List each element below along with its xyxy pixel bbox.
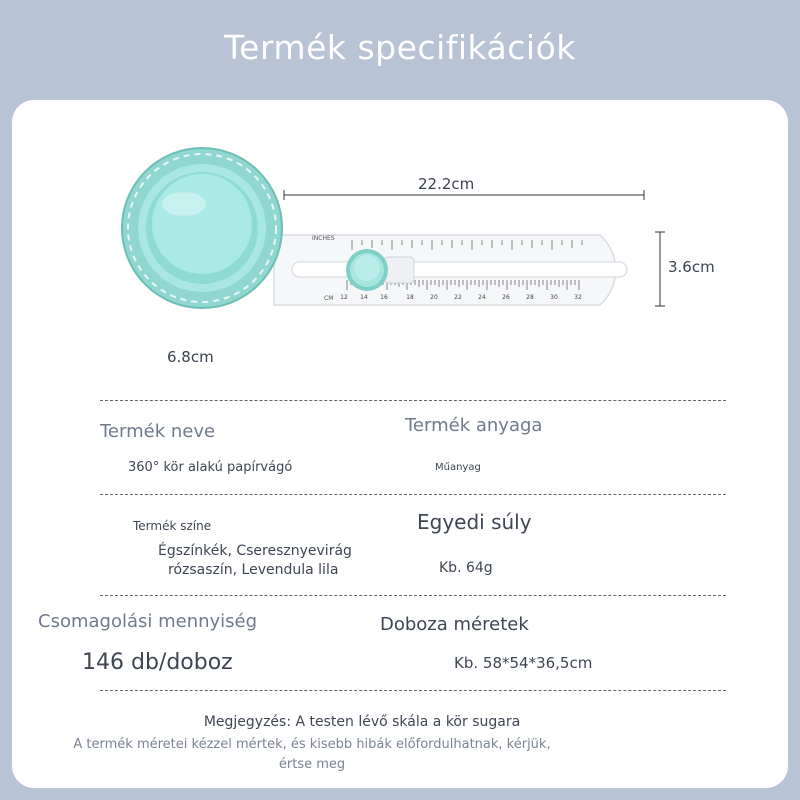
- ruler-bottom-ticks: [346, 280, 580, 290]
- material-label: Termék anyaga: [405, 415, 543, 436]
- product-image: INCHES CM 12 14 16 18 20 22 24 26 28 30 …: [121, 147, 665, 309]
- ruler-num: 22: [454, 294, 462, 301]
- spec-card: INCHES CM 12 14 16 18 20 22 24 26 28 30 …: [12, 100, 788, 788]
- material-value: Műanyag: [435, 462, 481, 473]
- ruler-bottom-numbers: 12 14 16 18 20 22 24 26 28 30 32: [340, 294, 582, 301]
- divider: [100, 595, 726, 596]
- color-value-line2: rózsaszín, Levendula lila: [168, 562, 339, 578]
- note-line-1: Megjegyzés: A testen lévő skála a kör su…: [203, 714, 521, 730]
- ruler-num: 12: [340, 294, 348, 301]
- diameter-label: 6.8cm: [167, 348, 214, 366]
- ruler-num: 14: [360, 294, 368, 301]
- cutter-wheel: [121, 147, 283, 309]
- ruler-top-label: INCHES: [312, 235, 335, 242]
- note-line-2: A termék méretei kézzel mértek, és kiseb…: [73, 737, 551, 752]
- ruler-num: 20: [430, 294, 438, 301]
- ruler-top-ticks: [351, 240, 583, 250]
- weight-value: Kb. 64g: [439, 560, 493, 576]
- slider-knob: [346, 249, 415, 291]
- product-name-label: Termék neve: [100, 421, 216, 442]
- divider: [100, 494, 726, 495]
- length-label: 22.2cm: [418, 175, 475, 193]
- ruler-num: 32: [574, 294, 582, 301]
- divider: [100, 690, 726, 691]
- packing-label: Csomagolási mennyiség: [38, 611, 258, 632]
- color-label: Termék színe: [133, 519, 212, 533]
- ruler-num: 30: [550, 294, 558, 301]
- box-size-label: Doboza méretek: [380, 614, 529, 635]
- ruler-num: 18: [406, 294, 414, 301]
- ruler-num: 24: [478, 294, 486, 301]
- ruler-num: 26: [502, 294, 510, 301]
- height-label: 3.6cm: [668, 258, 715, 276]
- ruler-bottom-label: CM: [324, 295, 333, 302]
- divider: [100, 400, 726, 401]
- ruler-num: 28: [526, 294, 534, 301]
- color-value-line1: Égszínkék, Cseresznyevirág: [158, 543, 352, 559]
- ruler-num: 16: [380, 294, 388, 301]
- product-name-value: 360° kör alakú papírvágó: [128, 460, 293, 475]
- note-line-3: értse meg: [278, 757, 346, 772]
- page-title: Termék specifikációk: [224, 28, 576, 67]
- weight-label: Egyedi súly: [417, 510, 532, 534]
- box-size-value: Kb. 58*54*36,5cm: [454, 654, 593, 672]
- packing-value: 146 db/doboz: [82, 650, 233, 675]
